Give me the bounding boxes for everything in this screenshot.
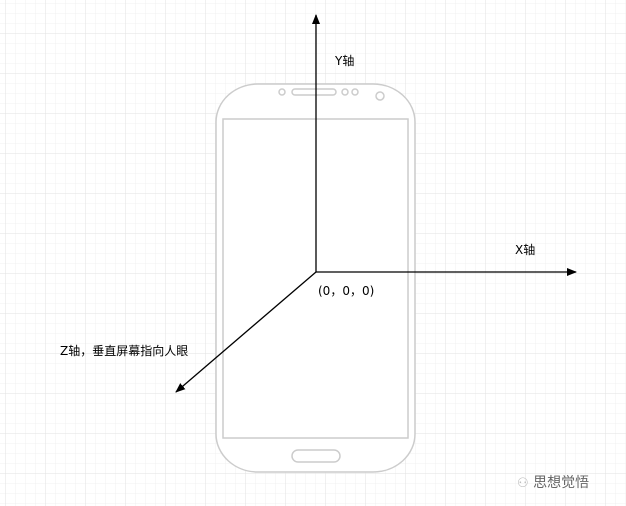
z-axis-label: Z轴，垂直屏幕指向人眼 <box>60 344 189 358</box>
x-axis-label: X轴 <box>515 243 536 257</box>
phone-home-button <box>291 449 341 463</box>
wechat-icon: ⚇ <box>517 476 529 491</box>
watermark: ⚇ 思想觉悟 <box>517 472 589 492</box>
phone-speaker <box>291 88 337 96</box>
phone-outline <box>215 83 416 473</box>
phone-camera <box>375 91 385 101</box>
y-axis-label: Y轴 <box>335 54 355 68</box>
phone-sensor <box>351 88 359 96</box>
z-axis-arrow <box>175 271 317 393</box>
origin-label: (0，0，0) <box>318 284 375 298</box>
phone-sensor <box>278 88 286 96</box>
phone-sensor <box>341 88 349 96</box>
watermark-text: 思想觉悟 <box>533 475 590 491</box>
